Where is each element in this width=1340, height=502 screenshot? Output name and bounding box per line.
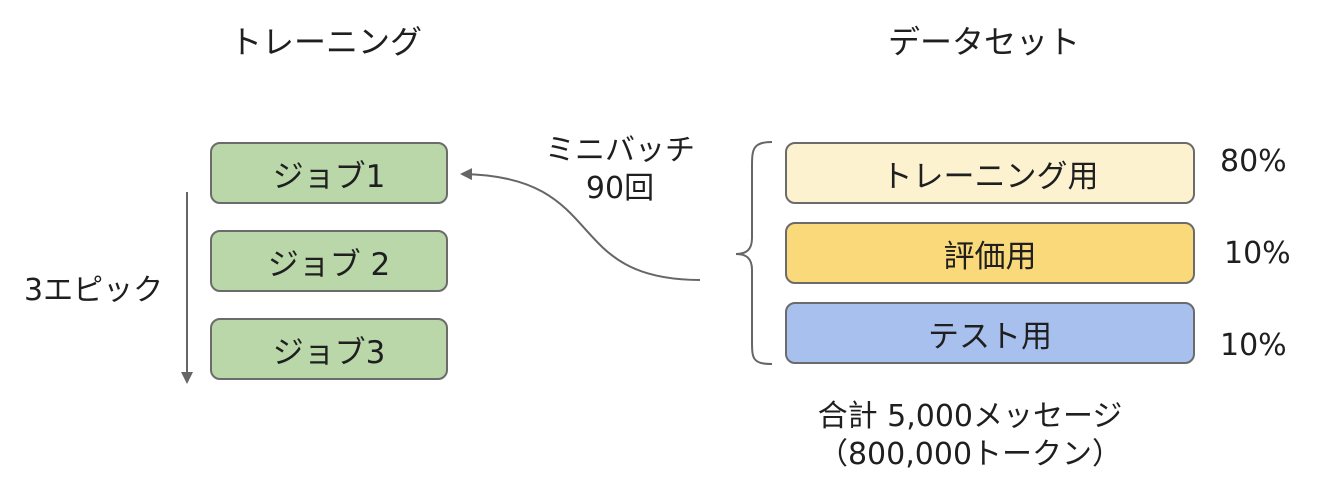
dataset-split-evaluation: 評価用: [785, 222, 1195, 284]
split-percent-training: 80%: [1220, 144, 1287, 179]
job-label: ジョブ3: [272, 334, 386, 371]
minibatch-arrow: [460, 168, 701, 281]
minibatch-line-1: ミニバッチ: [545, 133, 695, 168]
split-label: トレーニング用: [881, 158, 1099, 195]
total-tokens: （800,000トークン）: [817, 437, 1123, 472]
epochs-label: 3エピック: [24, 273, 164, 308]
dataset-brace: [735, 141, 773, 365]
job-box-2: ジョブ 2: [210, 230, 448, 292]
dataset-total: 合計 5,000メッセージ （800,000トークン）: [780, 398, 1160, 474]
dataset-heading: データセット: [888, 23, 1081, 61]
split-label: 評価用: [943, 238, 1037, 275]
job-label: ジョブ 2: [267, 246, 391, 283]
split-percent-evaluation: 10%: [1224, 236, 1291, 271]
split-percent-test: 10%: [1220, 328, 1287, 363]
split-label: テスト用: [928, 318, 1052, 355]
minibatch-label: ミニバッチ 90回: [530, 132, 710, 208]
total-messages: 合計 5,000メッセージ: [817, 399, 1123, 434]
dataset-split-test: テスト用: [785, 302, 1195, 364]
minibatch-line-2: 90回: [585, 171, 655, 206]
job-label: ジョブ1: [272, 158, 386, 195]
dataset-split-training: トレーニング用: [785, 142, 1195, 204]
job-box-3: ジョブ3: [210, 318, 448, 380]
job-box-1: ジョブ1: [210, 142, 448, 204]
training-heading: トレーニング: [230, 23, 423, 61]
